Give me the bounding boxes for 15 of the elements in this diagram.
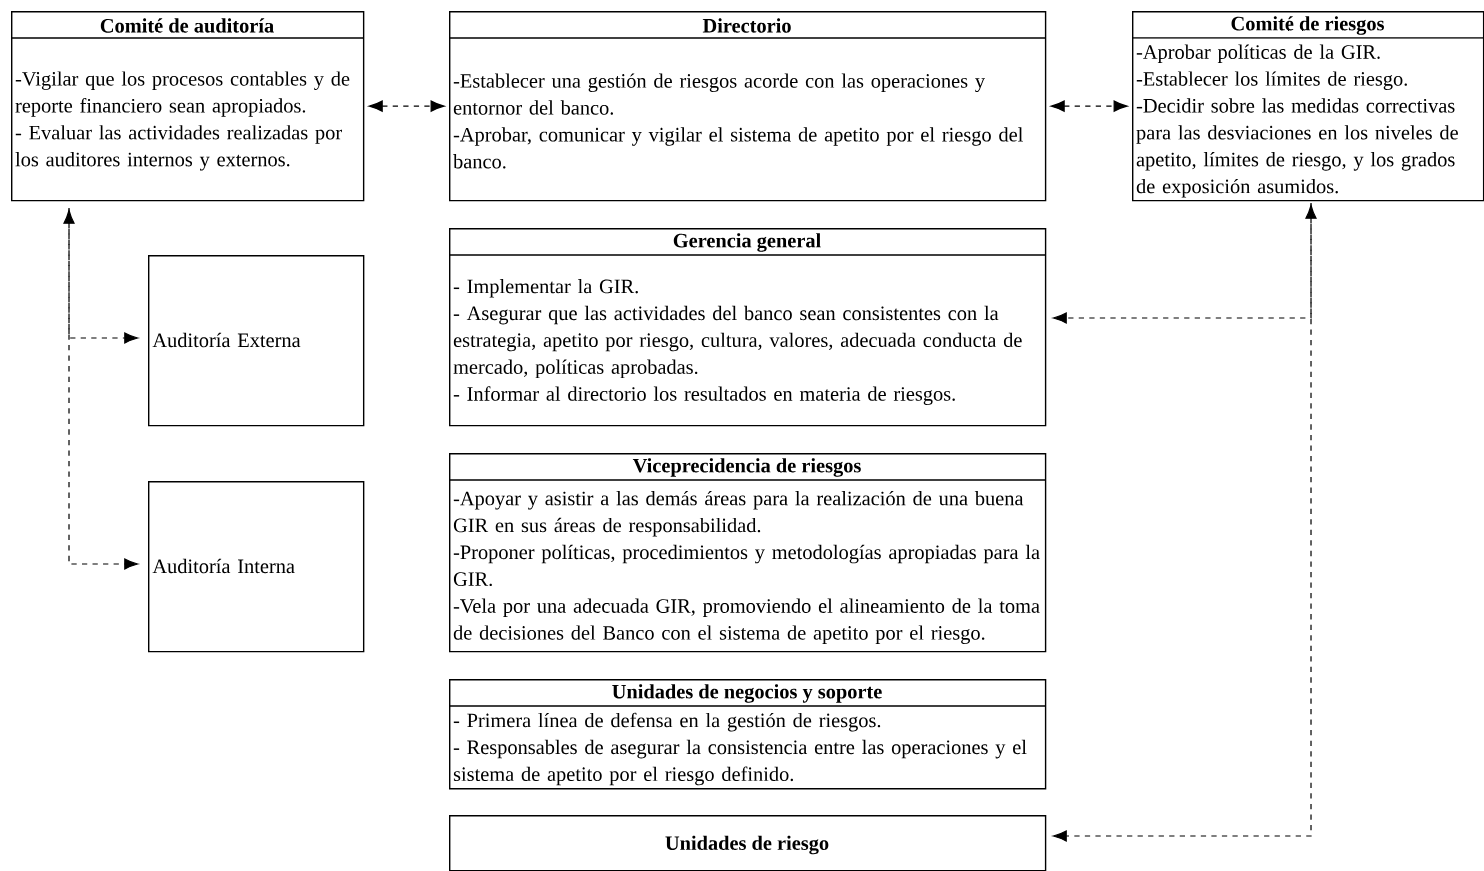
arrow <box>1052 204 1317 324</box>
role-box: Gerencia general - Implementar la GIR. - Asegurar que las actividades del banco sean consistentes con la estrategia, apetito por riesgo, cultura, valores, adecuada conducta de mercado, políticas aprobadas. - Informar al directorio los resultados en materia de riesgos. <box>448 228 1047 427</box>
arrow <box>63 209 139 344</box>
role-box: Viceprecidencia de riesgos -Apoyar y asistir a las demás áreas para la realización de una buena GIR en sus áreas de responsabilidad. -Proponer políticas, procedimientos y metodologías apropiadas para la GIR. -Vela por una adecuada GIR, promoviendo el alineamiento de la toma de decisiones del Banco con el sistema de apetito por el riesgo. <box>448 453 1047 653</box>
role-box: Comité de auditoría -Vigilar que los procesos contables y de reporte financiero sean apropiados. - Evaluar las actividades realizadas por los auditores internos y externos. <box>10 11 365 202</box>
role-box: Unidades de negocios y soporte - Primera línea de defensa en la gestión de riesgos. - Responsables de asegurar la consistencia entre las operaciones y el sistema de apetito por el riesgo definido. <box>448 679 1047 790</box>
arrow <box>368 100 445 112</box>
role-box: Unidades de riesgo <box>449 815 1047 871</box>
arrow <box>68 207 139 570</box>
arrow <box>1052 202 1312 842</box>
arrow <box>1050 100 1128 112</box>
role-box: Comité de riesgos -Aprobar políticas de la GIR. -Establecer los límites de riesgo. -Decidir sobre las medidas correctivas para las desviaciones en los niveles de apetito, límites de riesgo, y los grados de exposición asumidos. <box>1131 11 1484 202</box>
role-box: Directorio -Establecer una gestión de riesgos acorde con las operaciones y entornor del banco. -Aprobar, comunicar y vigilar el sistema de apetito por el riesgo del banco. <box>448 11 1047 202</box>
audit-box: Auditoría Interna <box>148 481 365 653</box>
audit-box: Auditoría Externa <box>148 255 365 427</box>
